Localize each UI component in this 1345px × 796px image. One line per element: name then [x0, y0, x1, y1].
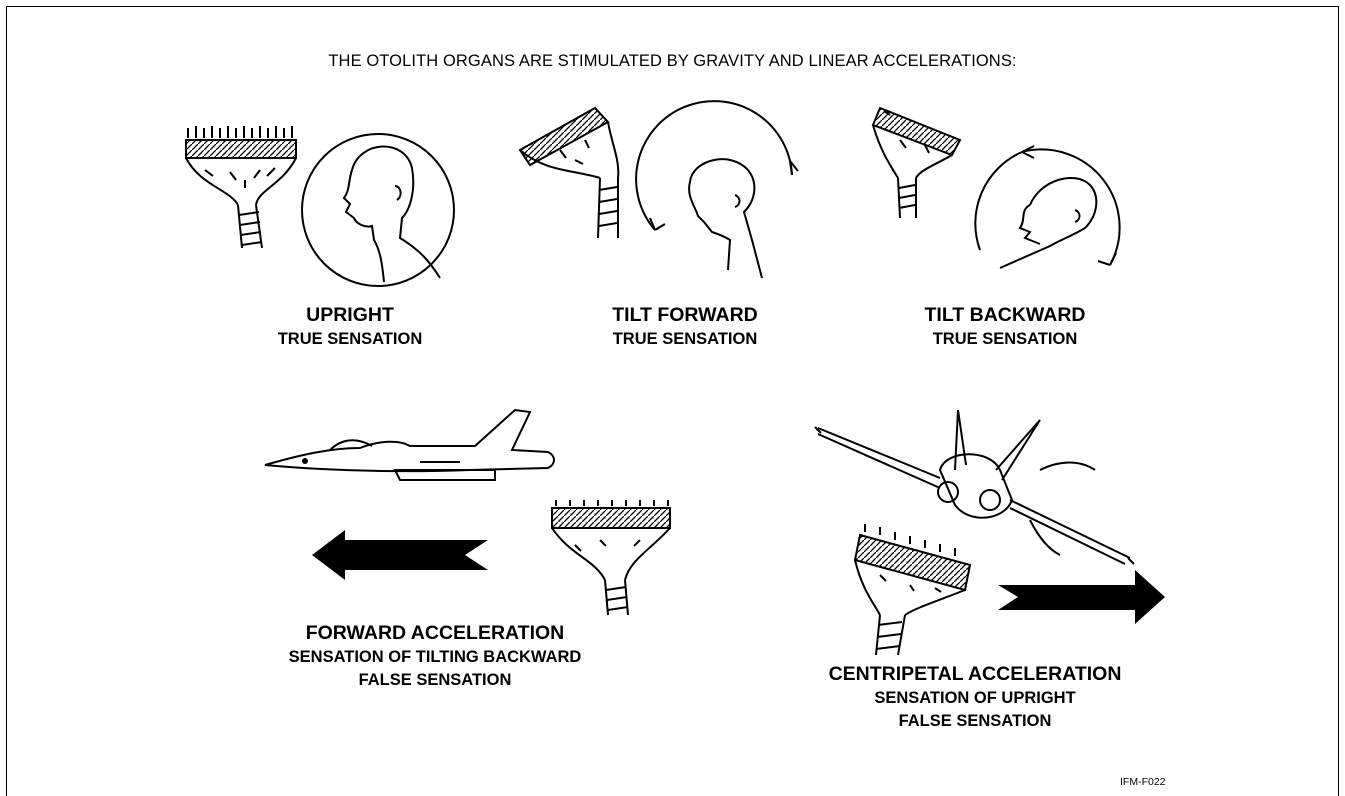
- otolith-organ-tilt-backward: [871, 106, 962, 219]
- right-arrow: [998, 570, 1165, 624]
- caption-centripetal-acceleration-sub1: SENSATION OF UPRIGHT: [874, 689, 1076, 707]
- head-upright: [301, 133, 455, 287]
- caption-tilt-backward-heading: TILT BACKWARD: [924, 304, 1086, 326]
- otolith-organ-centripetal-acceleration: [853, 524, 972, 656]
- caption-upright-heading: UPRIGHT: [306, 304, 394, 326]
- head-tilt-backward: [974, 145, 1121, 269]
- otolith-organ-upright: [185, 126, 297, 249]
- caption-forward-acceleration-heading: FORWARD ACCELERATION: [305, 622, 565, 644]
- caption-tilt-backward: TILT BACKWARD TRUE SENSATION: [890, 302, 1120, 351]
- caption-upright: UPRIGHT TRUE SENSATION: [250, 302, 450, 351]
- otolith-organ-tilt-forward: [518, 106, 620, 239]
- caption-tilt-forward: TILT FORWARD TRUE SENSATION: [580, 302, 790, 351]
- left-arrow: [312, 530, 488, 580]
- caption-tilt-backward-sub: TRUE SENSATION: [932, 330, 1078, 348]
- figure-code: IFM-F022: [1120, 776, 1166, 788]
- jet-front-view-banking: [814, 409, 1135, 565]
- caption-upright-sub: TRUE SENSATION: [277, 330, 423, 348]
- figure-title: THE OTOLITH ORGANS ARE STIMULATED BY GRA…: [328, 52, 1017, 70]
- otolith-organ-forward-acceleration: [551, 500, 671, 616]
- caption-centripetal-acceleration-heading: CENTRIPETAL ACCELERATION: [828, 663, 1122, 685]
- figure-frame: [6, 6, 1339, 796]
- caption-forward-acceleration-sub2: FALSE SENSATION: [358, 671, 512, 689]
- head-tilt-forward: [635, 100, 799, 279]
- caption-forward-acceleration: FORWARD ACCELERATION SENSATION OF TILTIN…: [240, 620, 630, 692]
- caption-centripetal-acceleration: CENTRIPETAL ACCELERATION SENSATION OF UP…: [800, 661, 1150, 733]
- caption-centripetal-acceleration-sub2: FALSE SENSATION: [898, 712, 1052, 730]
- caption-tilt-forward-sub: TRUE SENSATION: [612, 330, 758, 348]
- caption-forward-acceleration-sub1: SENSATION OF TILTING BACKWARD: [288, 648, 582, 666]
- jet-side-view: [264, 408, 555, 481]
- caption-tilt-forward-heading: TILT FORWARD: [612, 304, 758, 326]
